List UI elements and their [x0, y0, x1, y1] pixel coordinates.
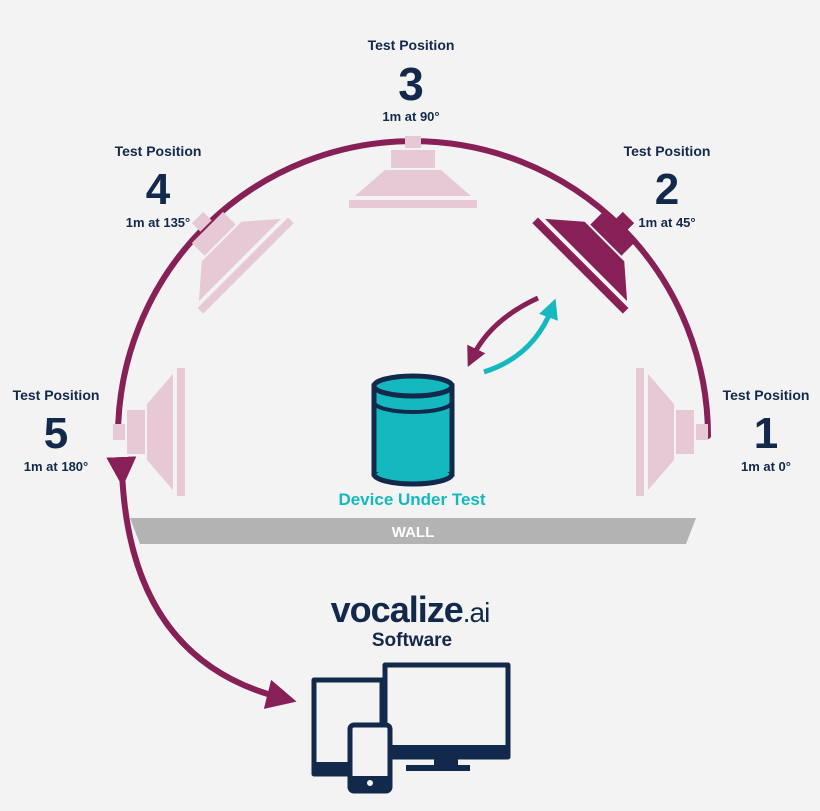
- position-heading: Test Position: [115, 143, 202, 159]
- monitor-icon: [382, 662, 511, 771]
- bidirectional-arrow-icon: [467, 295, 558, 375]
- position-number: 5: [44, 409, 68, 458]
- brand-suffix: .ai: [463, 597, 490, 628]
- speaker-position-4: [152, 172, 294, 314]
- software-connection-arrow: [106, 456, 297, 709]
- speaker-icon: [636, 368, 708, 496]
- position-number: 3: [398, 58, 424, 110]
- position-number: 1: [754, 409, 778, 458]
- position-label-1: Test Position 1 1m at 0°: [723, 387, 810, 474]
- position-detail: 1m at 90°: [382, 109, 439, 124]
- position-detail: 1m at 45°: [638, 215, 695, 230]
- cylinder-device-icon: [371, 373, 455, 487]
- position-label-4: Test Position 4 1m at 135°: [115, 143, 202, 230]
- software-subtitle: Software: [372, 630, 452, 651]
- speaker-icon: [532, 172, 674, 314]
- speaker-position-2: [532, 172, 674, 314]
- position-label-2: Test Position 2 1m at 45°: [624, 143, 711, 230]
- position-number: 4: [146, 165, 171, 214]
- position-label-5: Test Position 5 1m at 180°: [13, 387, 100, 474]
- position-heading: Test Position: [723, 387, 810, 403]
- speaker-icon: [152, 172, 294, 314]
- position-detail: 1m at 0°: [741, 459, 791, 474]
- wall-label: WALL: [392, 524, 435, 541]
- position-detail: 1m at 135°: [126, 215, 190, 230]
- device-label: Device Under Test: [338, 490, 485, 509]
- brand-main: vocalize: [331, 589, 463, 630]
- software-devices: [311, 662, 511, 794]
- brand-logo: vocalize.ai: [331, 589, 490, 630]
- position-heading: Test Position: [624, 143, 711, 159]
- position-label-3: Test Position 3 1m at 90°: [368, 37, 455, 124]
- position-number: 2: [655, 165, 679, 214]
- position-heading: Test Position: [368, 37, 455, 53]
- phone-icon: [347, 722, 393, 794]
- position-heading: Test Position: [13, 387, 100, 403]
- position-detail: 1m at 180°: [24, 459, 88, 474]
- speaker-position-1: [636, 368, 708, 496]
